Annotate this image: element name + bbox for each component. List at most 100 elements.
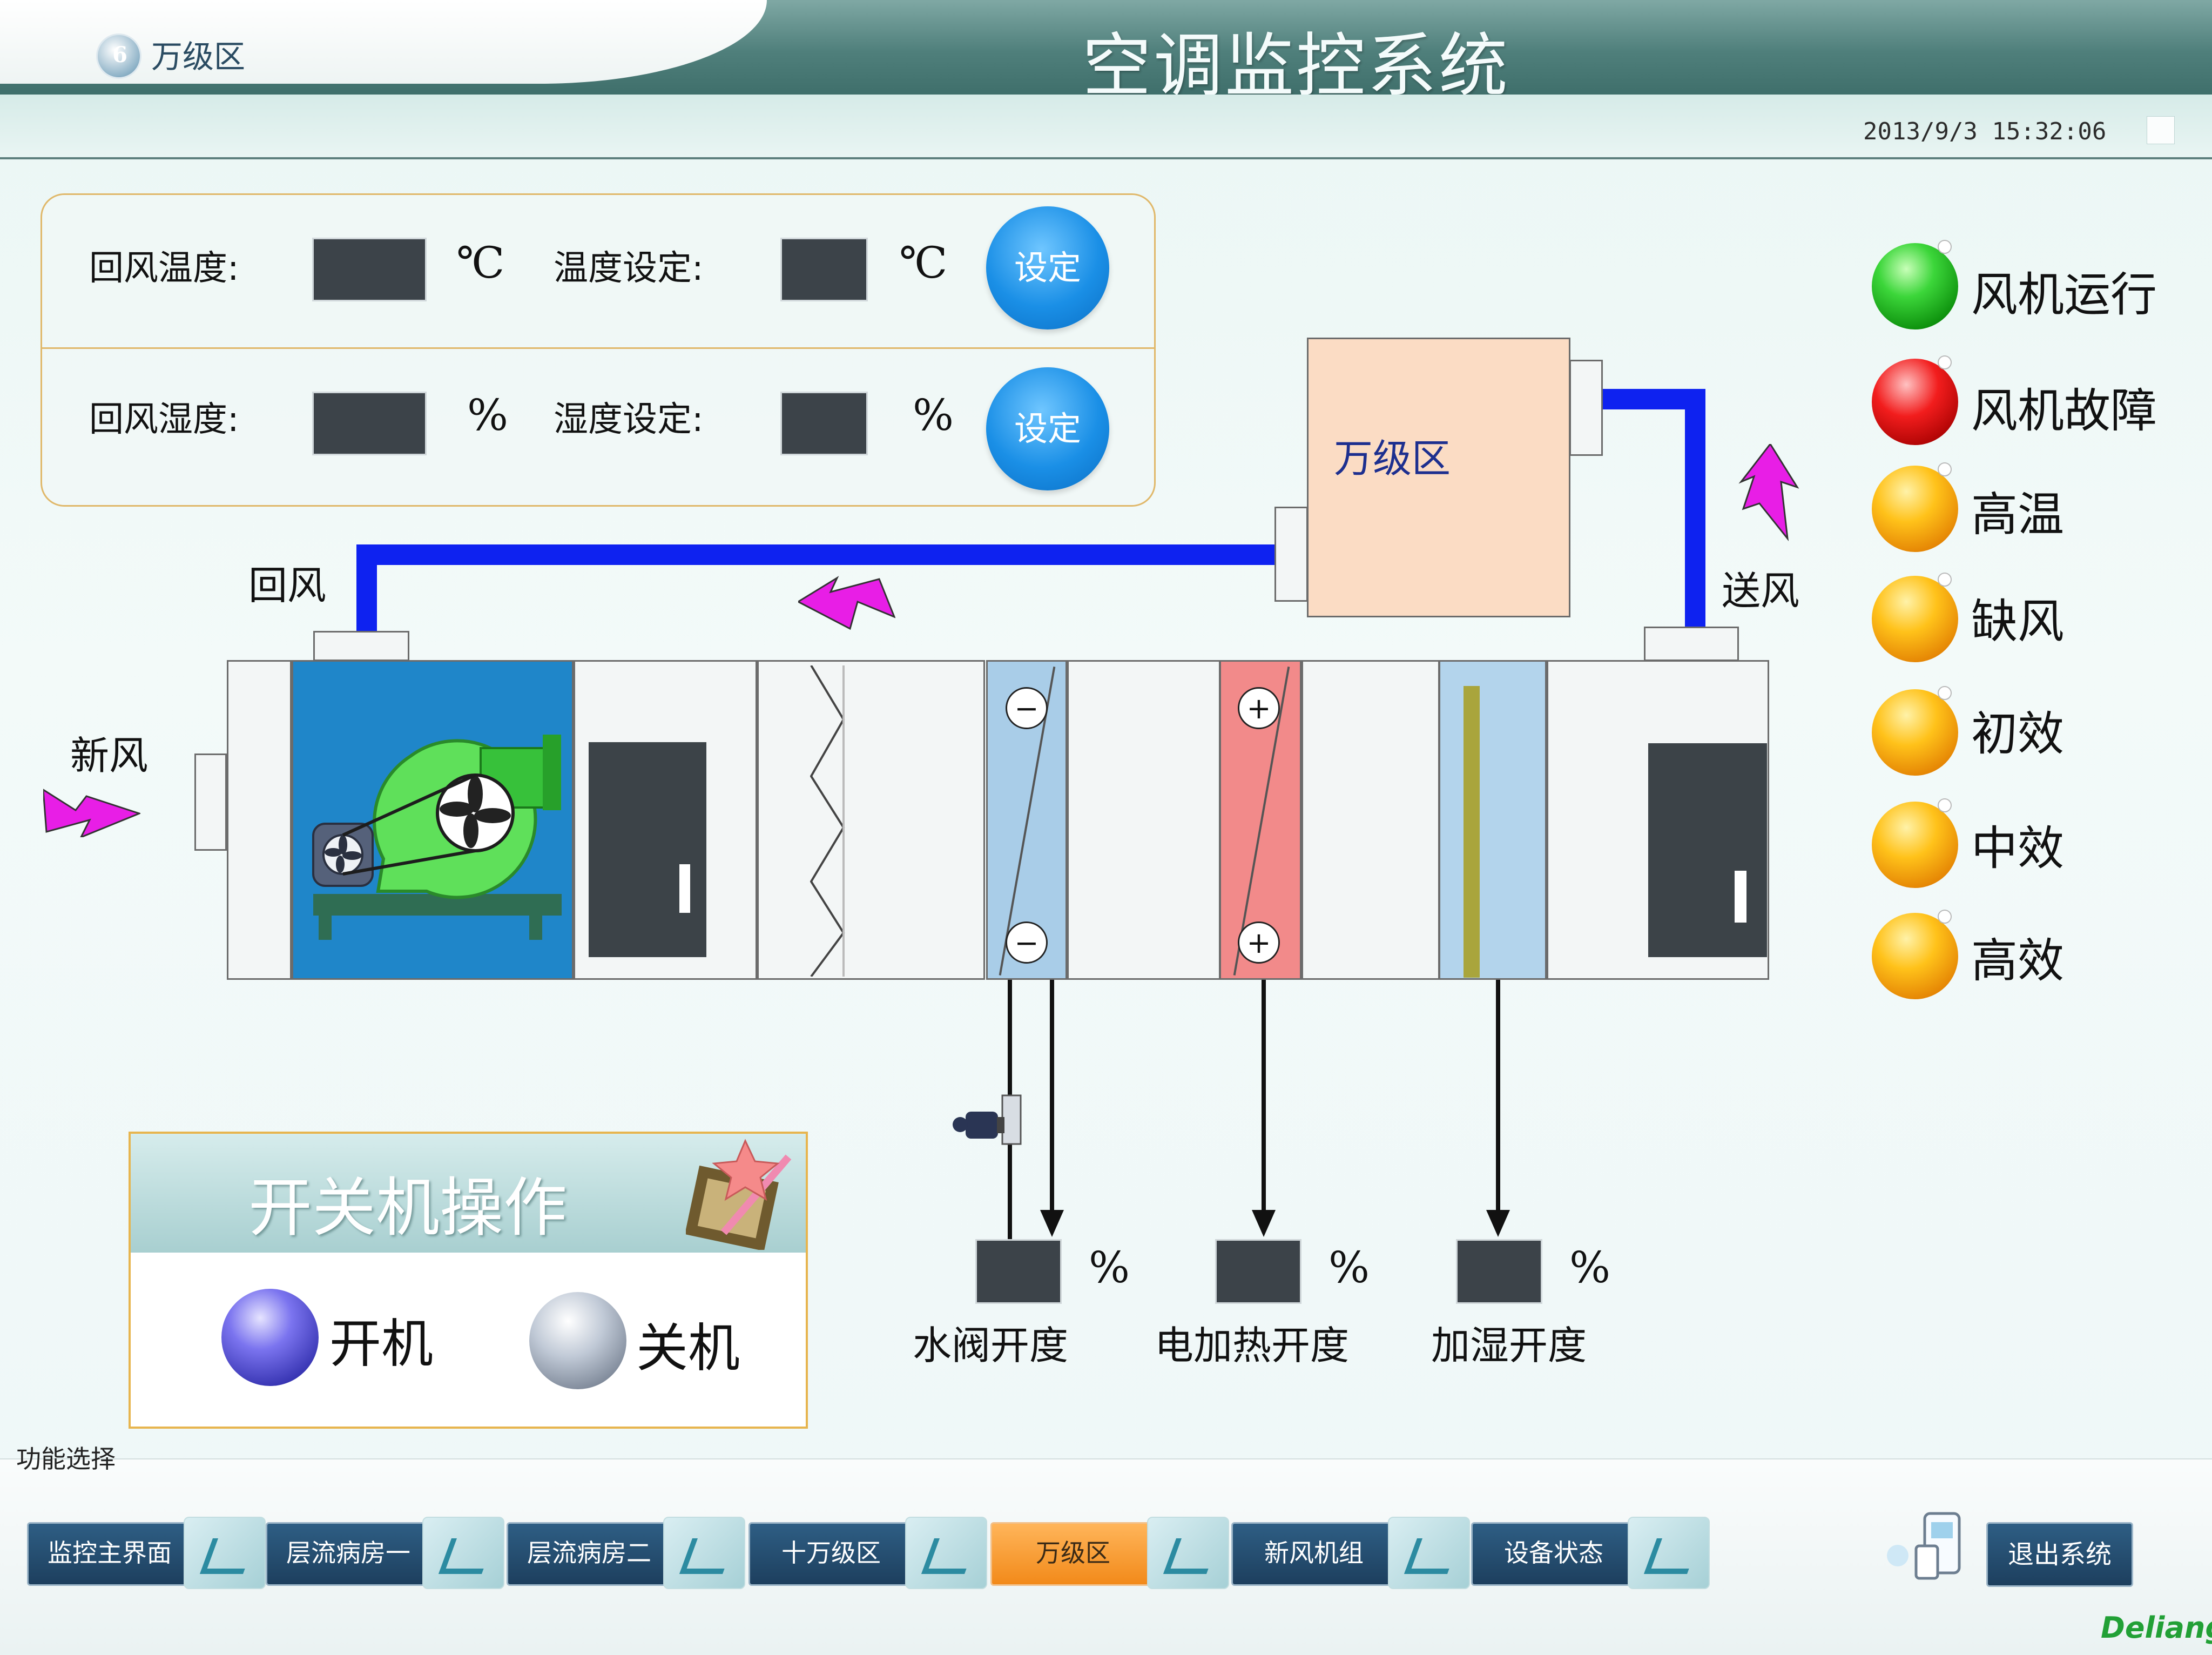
fresh-air-flange bbox=[194, 754, 227, 851]
datetime-display: 2013/9/3 15:32:06 bbox=[1863, 118, 2107, 145]
return-temp-value bbox=[312, 238, 427, 301]
humidifier bbox=[1439, 660, 1547, 980]
humidifier-unit: % bbox=[1569, 1242, 1611, 1293]
return-duct-drop bbox=[356, 544, 377, 647]
water-valve-arrow-icon bbox=[1040, 1210, 1064, 1237]
power-on-label: 开机 bbox=[329, 1314, 433, 1374]
power-off-button[interactable] bbox=[529, 1292, 626, 1389]
supply-air-label: 送风 bbox=[1722, 568, 1800, 614]
heater-label: 电加热开度 bbox=[1155, 1323, 1350, 1368]
exit-system-button[interactable]: 退出系统 bbox=[1986, 1522, 2133, 1587]
zone-title: 万级区 bbox=[151, 38, 246, 75]
nav-monitor-main[interactable]: 监控主界面 bbox=[27, 1517, 266, 1589]
low-airflow-label: 缺风 bbox=[1971, 595, 2064, 649]
high-temp-label: 高温 bbox=[1971, 488, 2064, 542]
humidifier-arrow-icon bbox=[1486, 1210, 1510, 1237]
humidifier-grid bbox=[1464, 686, 1480, 978]
return-humidity-unit: % bbox=[467, 390, 509, 440]
filter-section bbox=[757, 660, 985, 980]
folder-icon bbox=[905, 1517, 987, 1589]
humidity-setting-unit: % bbox=[913, 390, 954, 440]
nav-label: 层流病房一 bbox=[266, 1522, 431, 1586]
supply-air-flange bbox=[1644, 627, 1739, 661]
access-door-1 bbox=[589, 742, 706, 957]
access-door-2 bbox=[1648, 743, 1767, 957]
humidifier-line bbox=[1496, 980, 1500, 1212]
fan-fault-light bbox=[1872, 355, 1958, 445]
fan-motor-icon bbox=[312, 735, 562, 940]
folder-icon bbox=[1388, 1517, 1470, 1589]
humidifier-value bbox=[1456, 1239, 1542, 1304]
power-off-label: 关机 bbox=[636, 1318, 740, 1378]
folder-icon bbox=[1147, 1517, 1229, 1589]
humidity-setting-label: 湿度设定: bbox=[554, 400, 704, 440]
supply-duct-drop bbox=[1685, 389, 1705, 637]
return-air-label: 回风 bbox=[248, 563, 327, 608]
nav-label: 十万级区 bbox=[748, 1522, 914, 1586]
humidity-set-button[interactable]: 设定 bbox=[986, 367, 1109, 490]
power-on-button[interactable] bbox=[221, 1289, 319, 1386]
high-filter-label: 高效 bbox=[1971, 934, 2064, 988]
return-temp-label: 回风温度: bbox=[89, 248, 239, 288]
high-temp-light bbox=[1872, 462, 1958, 552]
room-inlet-flange bbox=[1274, 507, 1308, 602]
heater-line bbox=[1262, 980, 1266, 1212]
nav-class-100k-zone[interactable]: 十万级区 bbox=[748, 1517, 987, 1589]
return-flow-arrow-icon bbox=[798, 576, 895, 630]
nav-label: 层流病房二 bbox=[507, 1522, 672, 1586]
temp-setting-label: 温度设定: bbox=[554, 248, 704, 288]
door-handle-2 bbox=[1735, 871, 1746, 923]
primary-filter-label: 初效 bbox=[1971, 707, 2064, 761]
humidifier-label: 加湿开度 bbox=[1431, 1323, 1587, 1368]
nav-label: 设备状态 bbox=[1471, 1522, 1636, 1586]
nav-label: 监控主界面 bbox=[27, 1522, 192, 1586]
folder-icon bbox=[184, 1517, 266, 1589]
medium-filter-light bbox=[1872, 798, 1958, 888]
heater-unit: % bbox=[1328, 1242, 1370, 1293]
app-logo-icon bbox=[96, 33, 141, 79]
primary-filter-light bbox=[1872, 686, 1958, 776]
water-valve-actuator-icon bbox=[953, 1094, 1022, 1145]
humidity-setting-input[interactable] bbox=[780, 392, 868, 455]
folder-icon bbox=[663, 1517, 745, 1589]
temp-set-button[interactable]: 设定 bbox=[986, 206, 1109, 329]
coil-gap-section-1 bbox=[1067, 660, 1220, 980]
ahu-inlet-section bbox=[227, 660, 292, 980]
heater-value bbox=[1215, 1239, 1301, 1304]
app-logo-mark: 6 bbox=[112, 42, 127, 68]
nav-class-10k-zone[interactable]: 万级区 bbox=[990, 1517, 1229, 1589]
return-duct bbox=[356, 544, 1281, 565]
panel-divider bbox=[42, 347, 1155, 349]
room-outlet-flange bbox=[1569, 360, 1603, 456]
coil-gap-section-2 bbox=[1301, 660, 1440, 980]
window-square-button[interactable] bbox=[2147, 116, 2175, 144]
nav-laminar-ward-1[interactable]: 层流病房一 bbox=[266, 1517, 504, 1589]
return-humidity-label: 回风湿度: bbox=[89, 400, 239, 440]
fan-running-label: 风机运行 bbox=[1971, 268, 2157, 322]
return-air-flange bbox=[313, 631, 409, 661]
folder-icon bbox=[422, 1517, 504, 1589]
fan-running-light bbox=[1872, 240, 1958, 329]
return-humidity-value bbox=[312, 392, 427, 455]
nav-label: 万级区 bbox=[990, 1522, 1156, 1586]
function-section-title: 功能选择 bbox=[16, 1444, 116, 1474]
page-title: 空调监控系统 bbox=[1082, 26, 1510, 106]
nav-device-status[interactable]: 设备状态 bbox=[1471, 1517, 1710, 1589]
temp-setting-unit: ℃ bbox=[899, 238, 948, 288]
folder-icon bbox=[1628, 1517, 1710, 1589]
heater-plus-top-icon: + bbox=[1238, 687, 1280, 729]
low-airflow-light bbox=[1872, 573, 1958, 662]
return-temp-unit: ℃ bbox=[456, 238, 505, 288]
high-filter-light bbox=[1872, 910, 1958, 999]
parameter-panel bbox=[41, 193, 1156, 507]
nav-fresh-air-unit[interactable]: 新风机组 bbox=[1231, 1517, 1470, 1589]
fresh-air-label: 新风 bbox=[70, 733, 149, 778]
temp-setting-input[interactable] bbox=[780, 238, 868, 301]
brand-logo: Deliang bbox=[2101, 1611, 2212, 1645]
cooling-minus-top-icon: − bbox=[1006, 687, 1048, 729]
door-handle-1 bbox=[679, 864, 690, 913]
water-valve-label: 水阀开度 bbox=[913, 1323, 1069, 1368]
nav-laminar-ward-2[interactable]: 层流病房二 bbox=[507, 1517, 745, 1589]
room-label: 万级区 bbox=[1334, 436, 1451, 481]
filter-pleats-icon bbox=[810, 665, 845, 977]
